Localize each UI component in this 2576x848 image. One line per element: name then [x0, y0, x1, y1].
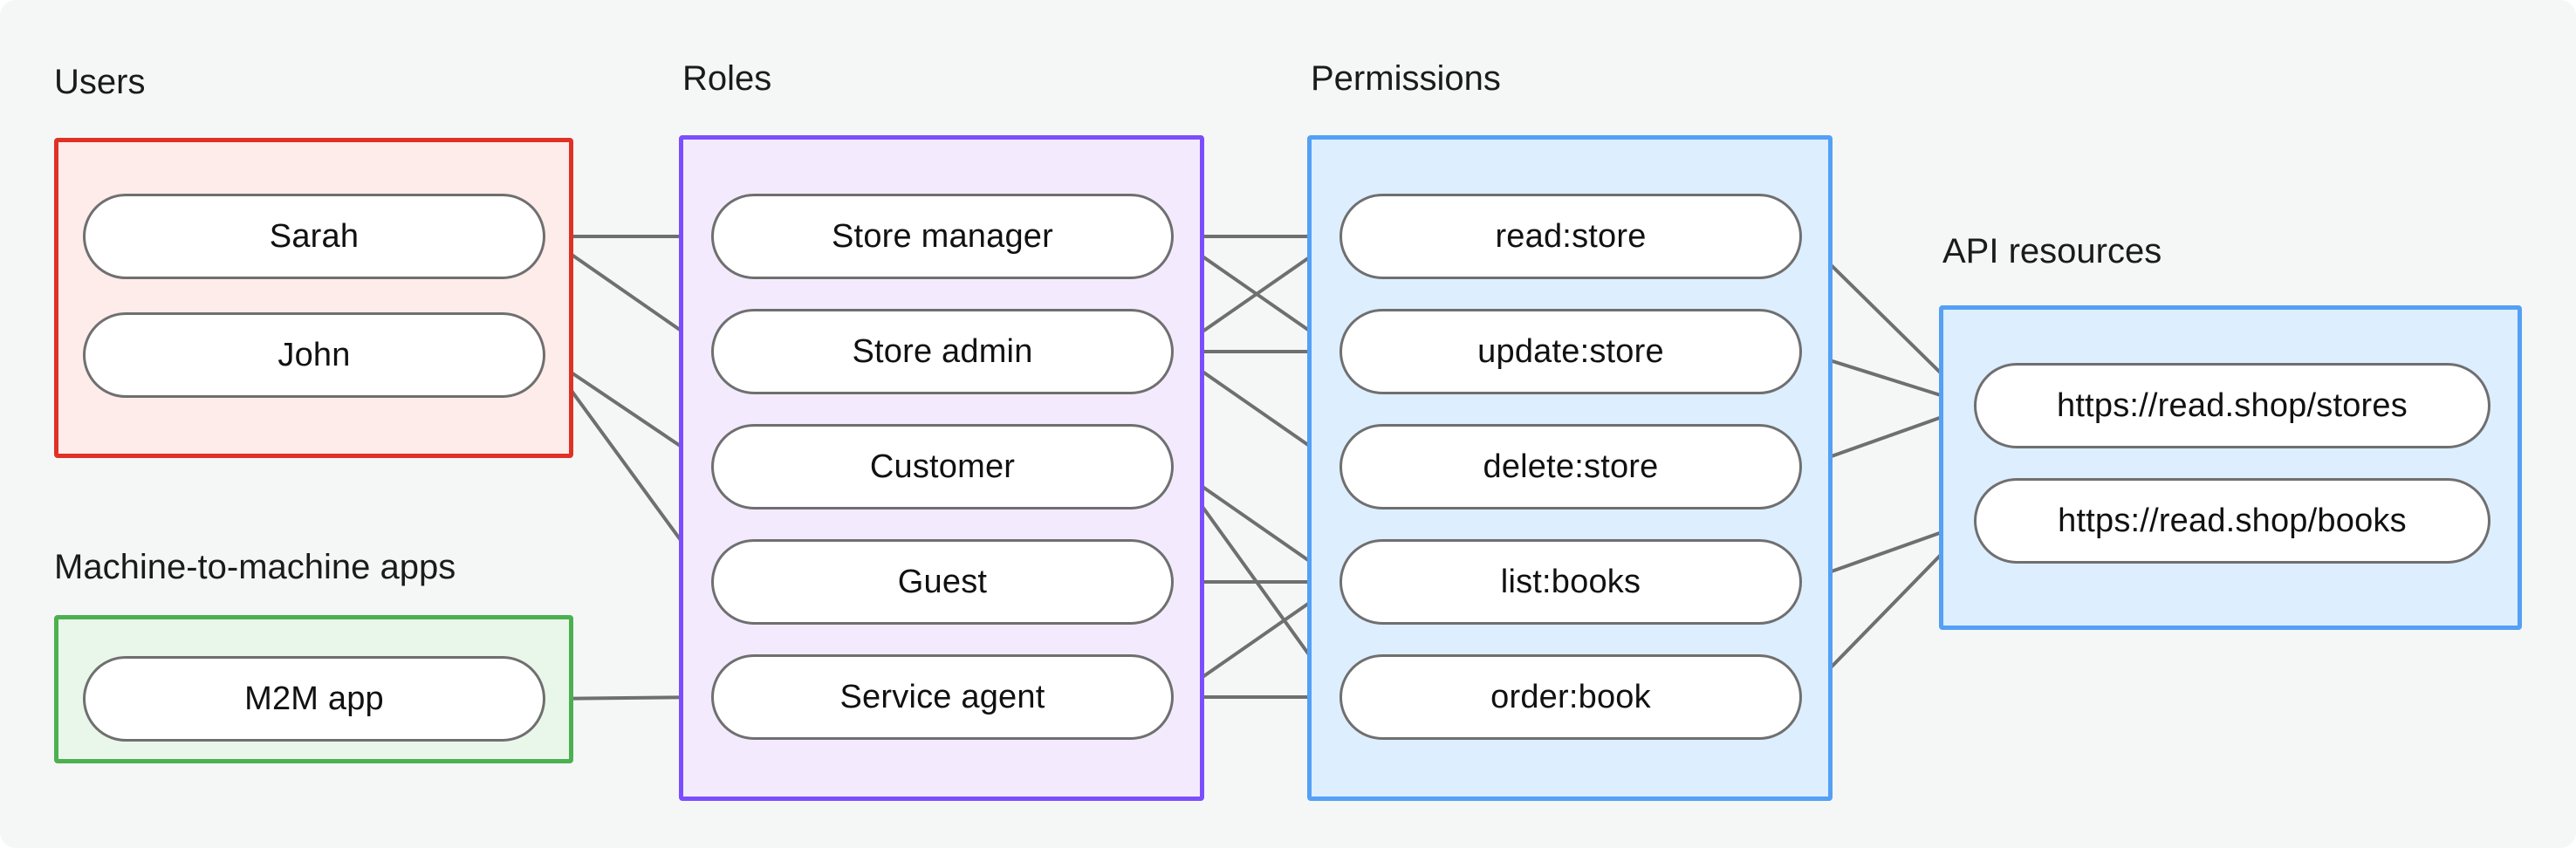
- node-sarah[interactable]: Sarah: [83, 194, 545, 279]
- node-list-books[interactable]: list:books: [1339, 539, 1802, 625]
- node-update-store[interactable]: update:store: [1339, 309, 1802, 394]
- group-label-permissions: Permissions: [1311, 59, 1501, 98]
- node-res-stores[interactable]: https://read.shop/stores: [1974, 363, 2490, 448]
- node-guest[interactable]: Guest: [711, 539, 1174, 625]
- node-store-admin[interactable]: Store admin: [711, 309, 1174, 394]
- group-container-api-resources: [1939, 305, 2522, 630]
- group-container-users: [54, 138, 573, 458]
- node-store-manager[interactable]: Store manager: [711, 194, 1174, 279]
- node-delete-store[interactable]: delete:store: [1339, 424, 1802, 509]
- node-customer[interactable]: Customer: [711, 424, 1174, 509]
- node-order-book[interactable]: order:book: [1339, 654, 1802, 740]
- group-label-api-resources: API resources: [1942, 232, 2162, 270]
- node-john[interactable]: John: [83, 312, 545, 398]
- node-res-books[interactable]: https://read.shop/books: [1974, 478, 2490, 564]
- node-m2mapp[interactable]: M2M app: [83, 656, 545, 742]
- group-label-users: Users: [54, 63, 146, 101]
- group-label-m2m: Machine-to-machine apps: [54, 548, 456, 586]
- node-service-agent[interactable]: Service agent: [711, 654, 1174, 740]
- group-label-roles: Roles: [682, 59, 772, 98]
- node-read-store[interactable]: read:store: [1339, 194, 1802, 279]
